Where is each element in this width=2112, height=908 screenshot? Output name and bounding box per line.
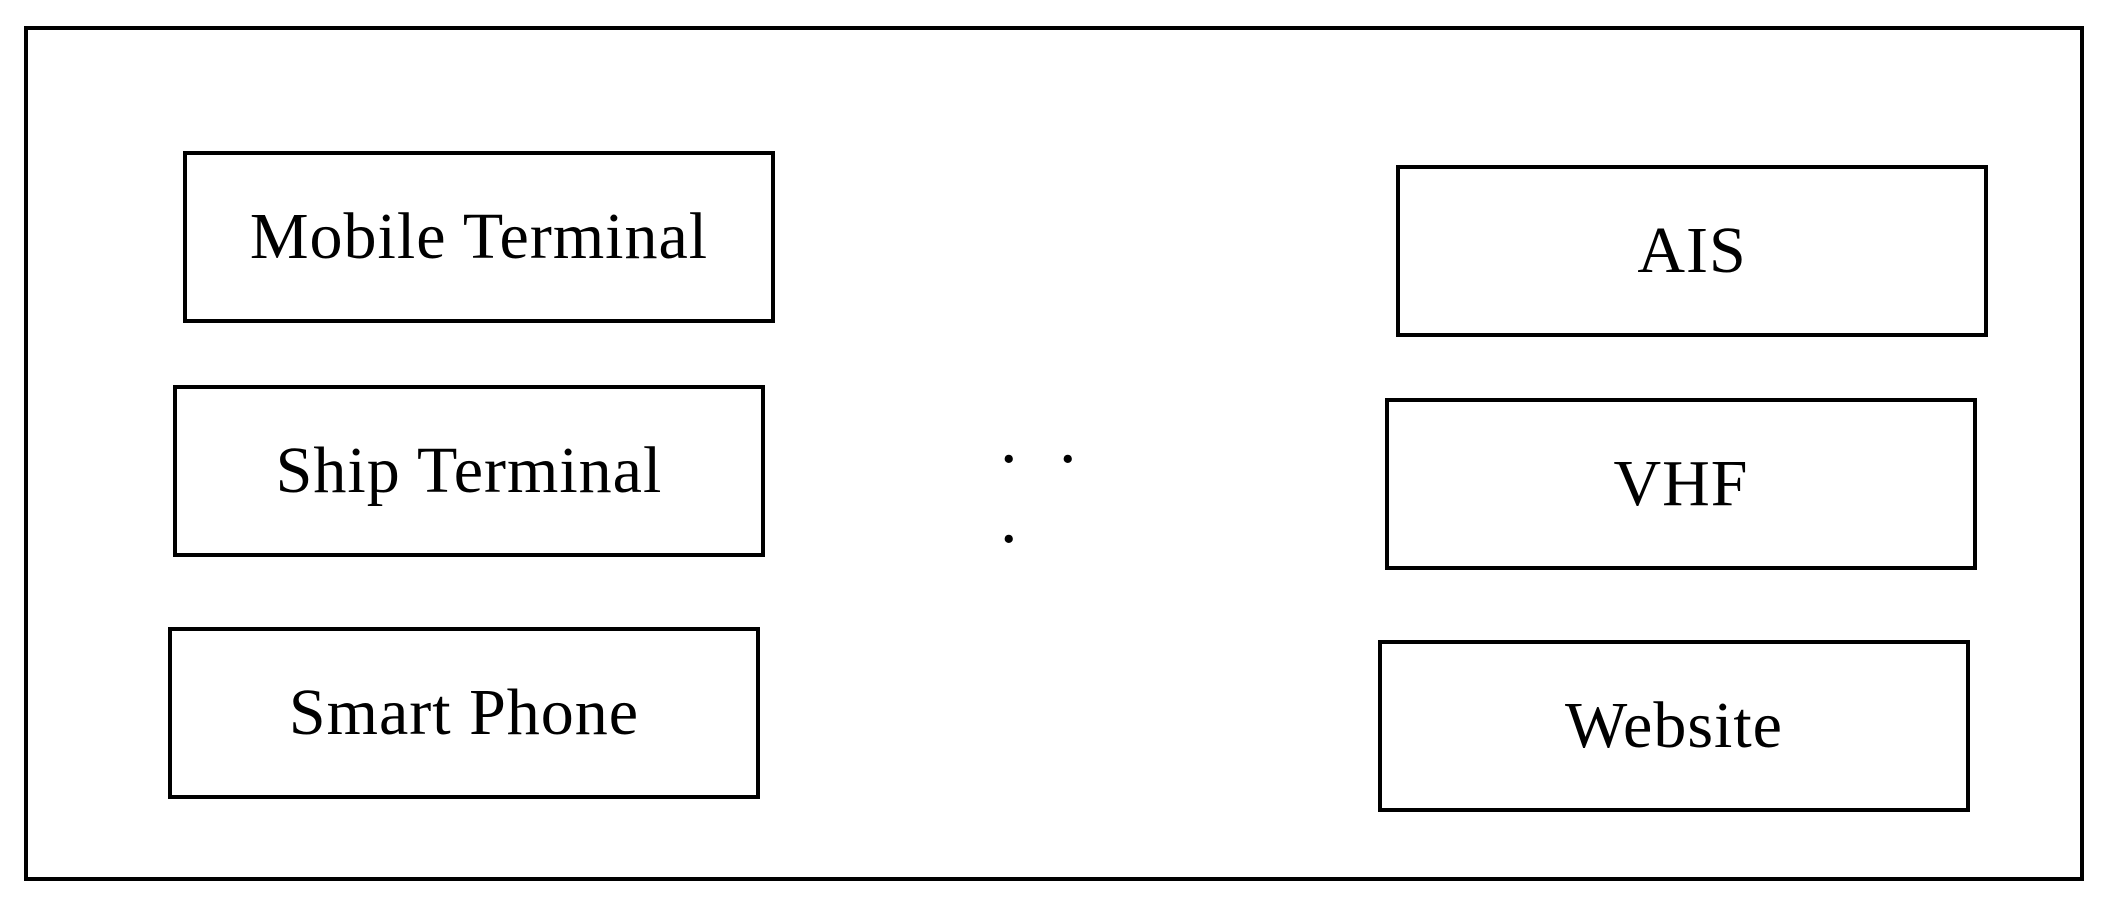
box-label: Ship Terminal <box>275 434 663 507</box>
box-website: Website <box>1378 640 1970 812</box>
box-label: Website <box>1565 689 1783 762</box>
box-vhf: VHF <box>1385 398 1977 570</box>
ellipsis: . . . <box>1000 401 1089 558</box>
box-mobile-terminal: Mobile Terminal <box>183 151 775 323</box>
box-label: AIS <box>1637 214 1747 287</box>
outer-frame <box>24 26 2084 881</box>
box-ship-terminal: Ship Terminal <box>173 385 765 557</box>
box-label: Smart Phone <box>288 676 640 749</box>
box-label: Mobile Terminal <box>249 200 709 273</box>
box-label: VHF <box>1613 447 1749 520</box>
box-ais: AIS <box>1396 165 1988 337</box>
box-smart-phone: Smart Phone <box>168 627 760 799</box>
